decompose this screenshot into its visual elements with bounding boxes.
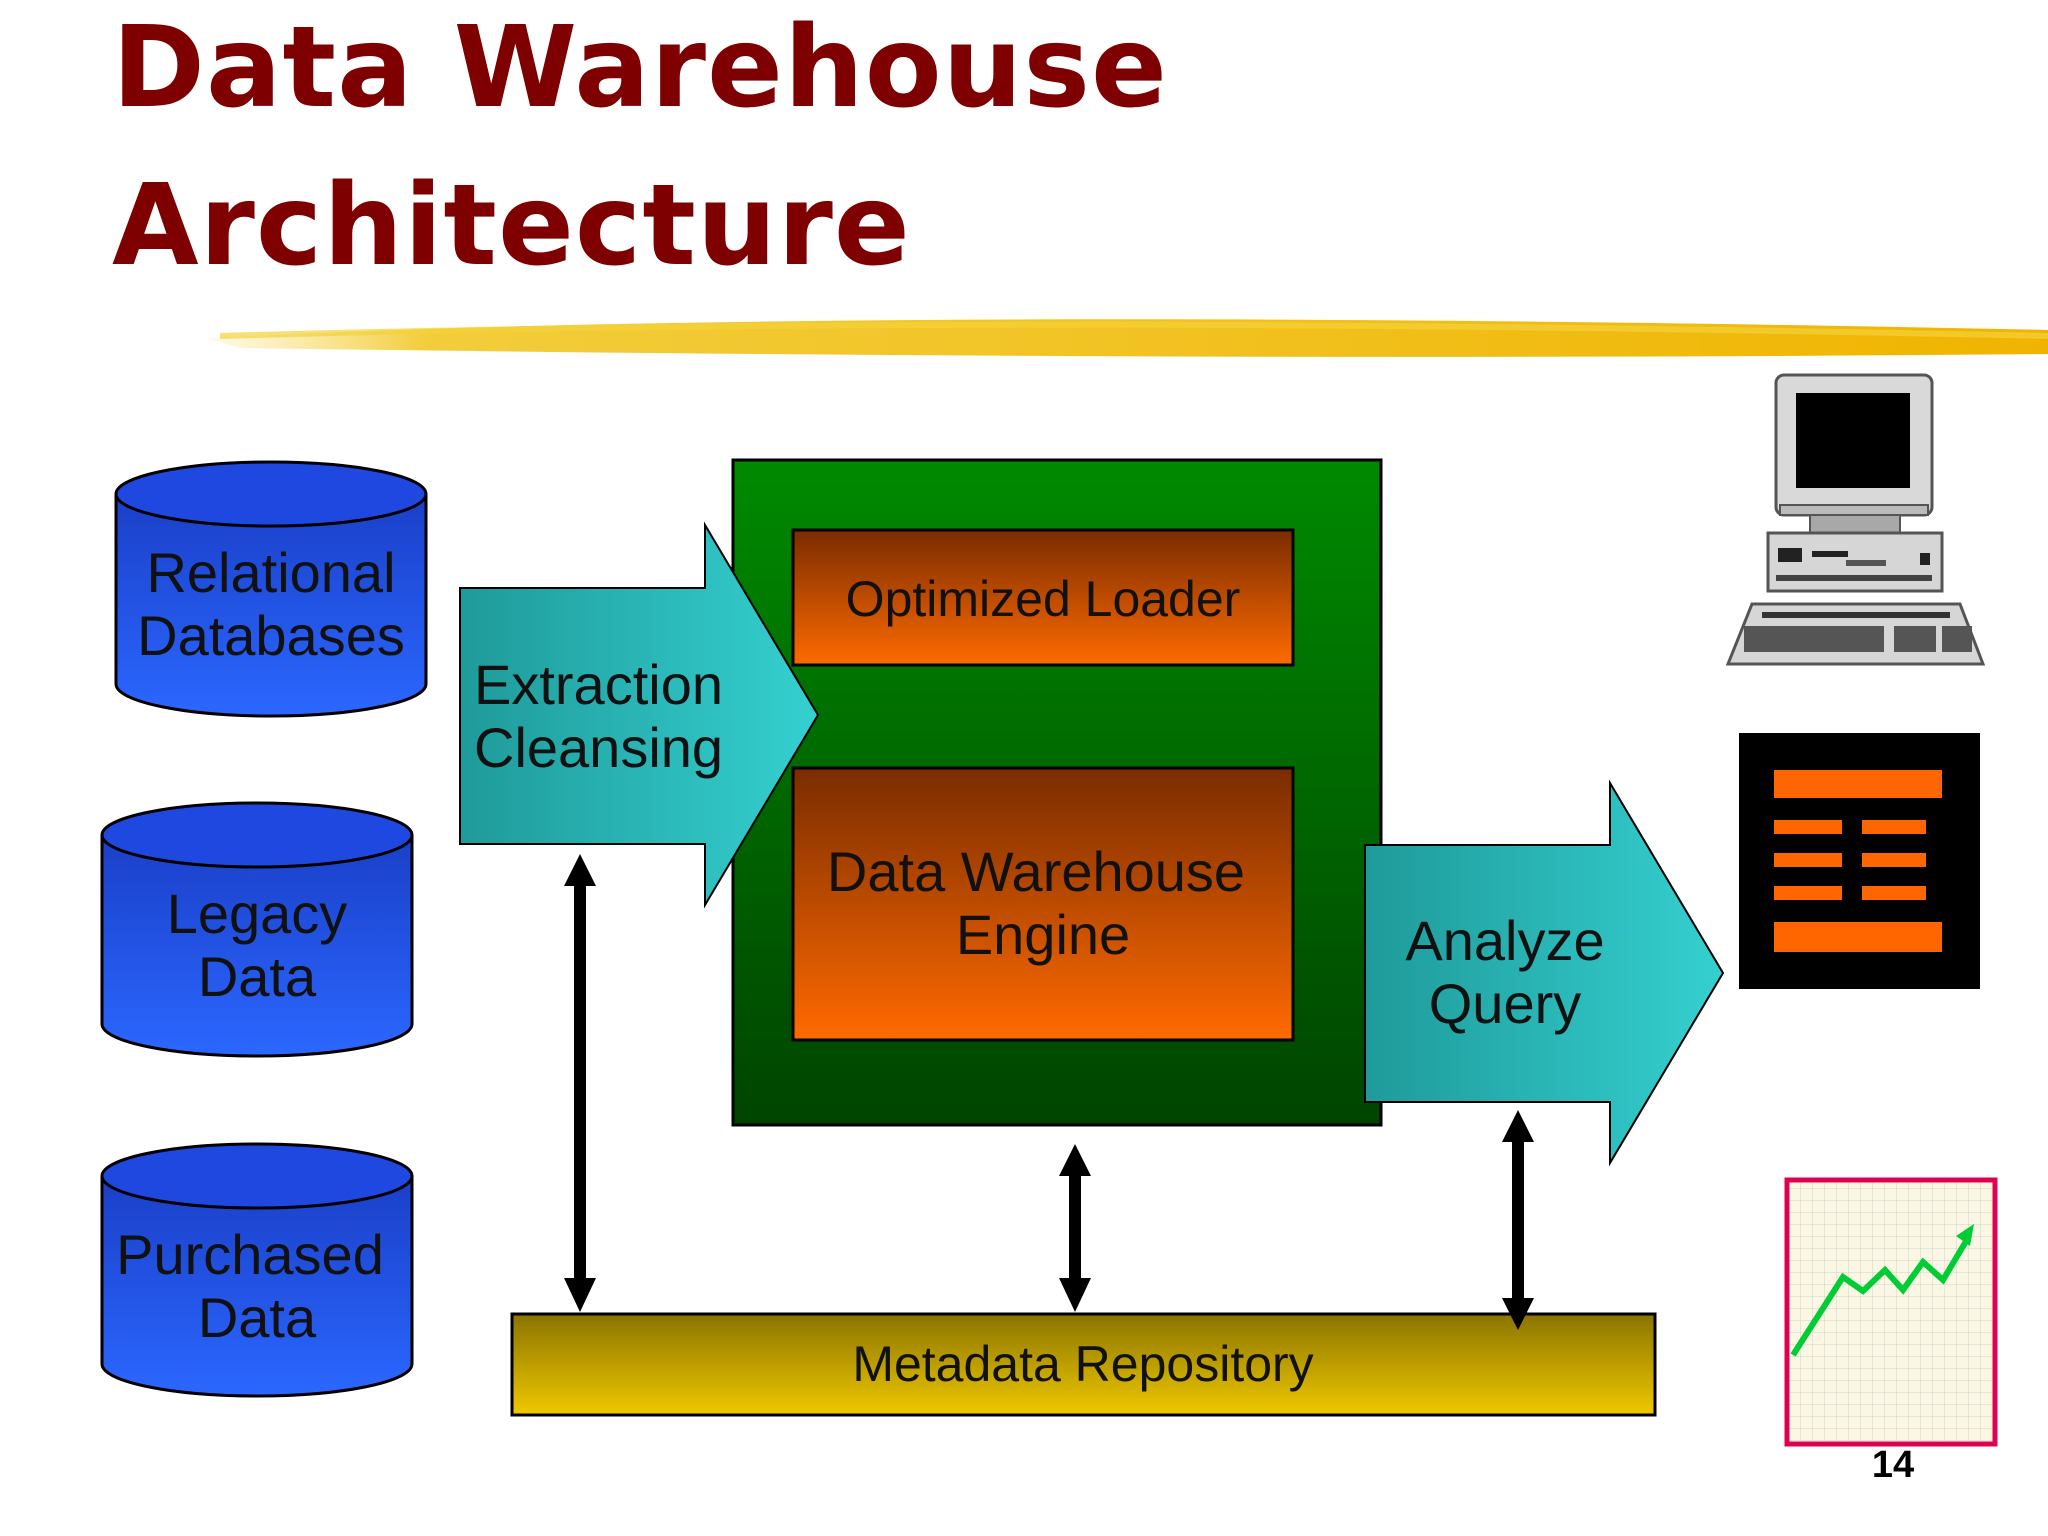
analyze-label-line2: Query [1429, 972, 1582, 1035]
optimized-loader-label: Optimized Loader [846, 571, 1241, 627]
source-label-line1: Legacy [167, 882, 348, 945]
source-relational-databases: Relational Databases [114, 460, 428, 718]
connector-analyze-metadata [1502, 1110, 1534, 1330]
source-legacy-data: Legacy Data [100, 801, 414, 1058]
metadata-repository-bar: Metadata Repository [510, 1312, 1657, 1417]
source-label-line2: Data [198, 1286, 317, 1349]
page-title-line-2: Architecture [112, 161, 911, 291]
extraction-cleansing-arrow: Extraction Cleansing [459, 521, 820, 909]
page-title-line-1: Data Warehouse [112, 3, 1169, 133]
connector-extraction-metadata [564, 854, 596, 1312]
source-label-line2: Databases [137, 604, 405, 667]
engine-label-line1: Data Warehouse [827, 840, 1245, 903]
source-purchased-data: Purchased Data [100, 1142, 414, 1398]
extraction-label-line1: Extraction [474, 653, 723, 716]
source-label-line1: Purchased [116, 1223, 384, 1286]
extraction-label-line2: Cleansing [474, 716, 723, 779]
analyze-query-arrow: Analyze Query [1364, 779, 1725, 1167]
connector-warehouse-metadata [1059, 1144, 1091, 1312]
source-label-line1: Relational [146, 541, 395, 604]
metadata-label: Metadata Repository [852, 1336, 1313, 1392]
engine-label-line2: Engine [956, 903, 1130, 966]
source-label-line2: Data [198, 945, 317, 1008]
optimized-loader-box: Optimized Loader [791, 528, 1295, 667]
report-icon [1739, 733, 1980, 989]
page-number: 14 [1872, 1444, 1914, 1486]
analyze-label-line1: Analyze [1405, 909, 1604, 972]
computer-icon [1725, 373, 1986, 666]
warehouse-engine-box: Data Warehouse Engine [791, 766, 1295, 1042]
highlighter-stroke [205, 319, 2048, 357]
growth-chart-icon [1784, 1177, 1998, 1447]
